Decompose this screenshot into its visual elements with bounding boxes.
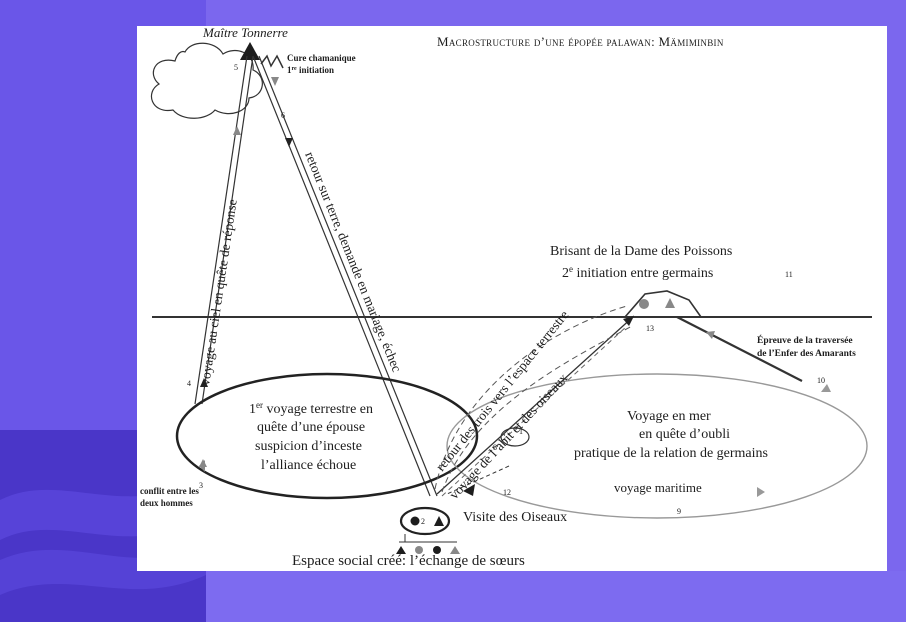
epreuve-arrow — [706, 331, 715, 339]
small-ellipse-1 — [500, 427, 530, 447]
habit-line-dashed — [441, 325, 628, 497]
step-number-13: 13 — [646, 324, 654, 333]
brisant-circle — [639, 299, 649, 309]
label-epreuve-1: Épreuve de la traversée — [757, 334, 853, 346]
label-mer-line2: en quête d’oubli — [639, 427, 730, 442]
diagram-slide: Maître Tonnerre Cure chamanique 1re init… — [137, 26, 887, 571]
ellipse-mer-arrow-2 — [821, 384, 831, 392]
ascent-line-a — [194, 55, 248, 405]
left-grey-arrow — [199, 459, 207, 467]
step-number-9: 9 — [677, 507, 681, 516]
step-number-11: 11 — [785, 270, 793, 279]
oiseaux-arrow — [463, 484, 475, 496]
kin-circle-2 — [433, 546, 441, 554]
ascent-line-b — [201, 55, 254, 405]
brisant-rock-shape — [624, 290, 702, 318]
label-voyage1-line4: l’alliance échoue — [261, 458, 356, 473]
step-number-2: 2 — [421, 517, 425, 526]
retour-dashed-curve-2 — [441, 325, 633, 493]
bottom-small-ellipse — [399, 506, 451, 536]
label-voyage-maritime: voyage maritime — [614, 480, 702, 495]
ellipse-voyage-terrestre — [175, 372, 479, 500]
kin-triangle-2 — [450, 546, 460, 554]
label-mer-line1: Voyage en mer — [627, 409, 711, 424]
bottom-ellipse-triangle — [434, 516, 444, 526]
step-number-12: 12 — [503, 488, 511, 497]
label-premiere-initiation: 1re initiation — [287, 65, 334, 75]
step-number-1: 1 — [519, 427, 523, 436]
lightning-zigzag-icon — [260, 54, 284, 69]
label-conflit-1: conflit entre les — [140, 486, 199, 496]
descent-arrow — [285, 138, 293, 147]
label-maitre-tonnerre: Maître Tonnerre — [202, 26, 288, 40]
label-conflit-2: deux hommes — [140, 498, 193, 508]
label-voyage-ciel: voyage au ciel en quête de réponse — [197, 198, 240, 386]
ellipse-voyage-mer — [446, 373, 868, 519]
habit-line — [436, 315, 635, 495]
step-number-6: 6 — [281, 111, 285, 120]
brisant-triangle — [665, 298, 675, 308]
bottom-caption: Espace social créé: l’échange de sœurs — [292, 553, 525, 569]
label-voyage1-line2: quête d’une épouse — [257, 420, 365, 435]
ascent-arrow — [200, 378, 208, 387]
epreuve-line — [676, 316, 803, 382]
step-number-8: 8 — [493, 443, 497, 452]
diagram-title: Macrostructure d’une épopée palawan: Mäm… — [437, 34, 724, 49]
ascent-arrow-grey — [233, 126, 241, 135]
label-cure-chamanique: Cure chamanique — [287, 53, 356, 63]
label-voyage1-line1: 1er voyage terrestre en — [249, 400, 373, 417]
bottom-ellipse-circle — [410, 516, 420, 526]
step-number-5: 5 — [234, 63, 238, 72]
kin-triangle-1 — [396, 546, 406, 554]
step-number-3: 3 — [199, 481, 203, 490]
cloud-shape — [150, 42, 263, 119]
label-retour-terre: retour sur terre, demande en mariage, éc… — [302, 150, 404, 375]
descent-arrow-grey — [271, 77, 279, 86]
kin-circle-1 — [415, 546, 423, 554]
label-brisant: Brisant de la Dame des Poissons — [550, 244, 732, 259]
step-number-10: 10 — [817, 376, 825, 385]
descent-line-a — [252, 55, 431, 497]
macrostructure-diagram: Maître Tonnerre Cure chamanique 1re init… — [140, 26, 872, 554]
descent-line-b — [258, 55, 438, 497]
thunder-peak-triangle — [240, 42, 260, 60]
oiseaux-dashed-line — [446, 465, 510, 495]
label-voyage1-line3: suspicion d’inceste — [255, 439, 362, 454]
ellipse-mer-arrow — [757, 487, 765, 497]
label-visite-oiseaux: Visite des Oiseaux — [463, 510, 567, 525]
label-epreuve-2: de l’Enfer des Amarants — [757, 349, 856, 359]
habit-arrow — [623, 316, 634, 326]
label-deuxieme-initiation: 2e initiation entre germains — [562, 264, 713, 281]
label-mer-line3: pratique de la relation de germains — [574, 446, 768, 461]
step-number-4: 4 — [187, 379, 191, 388]
